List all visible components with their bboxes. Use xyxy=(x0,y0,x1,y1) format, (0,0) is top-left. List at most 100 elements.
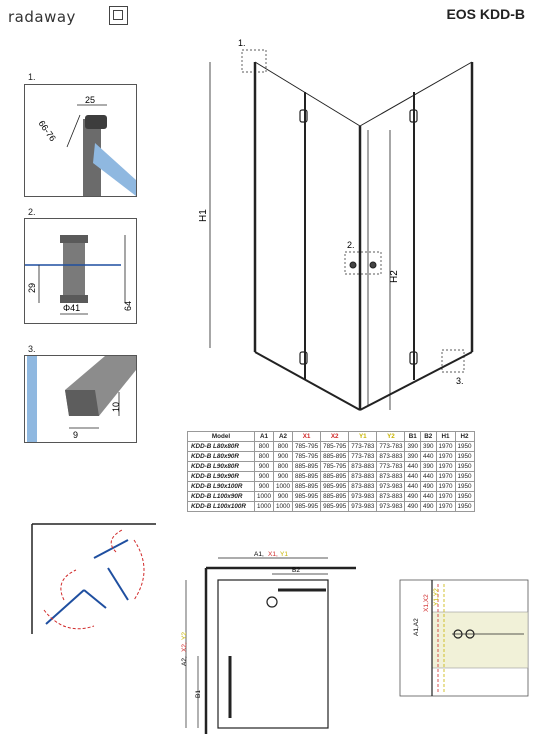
spec-table-cell: 985-995 xyxy=(320,481,350,492)
detail-2-dim-b: Φ41 xyxy=(63,303,80,313)
detail-3-dim-b: 9 xyxy=(73,430,78,440)
spec-table-cell: 985-995 xyxy=(292,491,322,502)
spec-table-cell: 440 xyxy=(404,481,421,492)
spec-table-cell: 390 xyxy=(404,441,421,452)
main-elevation-drawing: 1. 2. 3. H1 H2 xyxy=(198,38,474,411)
plan-dim-y2: Y2 xyxy=(181,632,188,640)
plan-dim-b1: B1 xyxy=(195,690,202,698)
side-dim-x: X1,X2 xyxy=(423,594,430,612)
spec-table-cell: 985-995 xyxy=(292,501,322,512)
detail-2-drawing: 29 Φ41 64 xyxy=(25,235,133,315)
spec-table-cell: 985-995 xyxy=(320,501,350,512)
product-title: EOS KDD-B xyxy=(446,6,525,22)
spec-table-header-row: Model A1 A2 X1 X2 Y1 Y2 B1 B2 H1 H2 xyxy=(187,431,475,442)
spec-table-cell: 773-783 xyxy=(376,441,406,452)
col-model: Model xyxy=(187,431,255,442)
spec-table-cell: 440 xyxy=(419,451,437,462)
col-h2: H2 xyxy=(454,431,475,442)
plan-view-diagram: A1, X1, Y1 B2 A2, X2, Y2 B1 xyxy=(181,551,356,734)
spec-table-cell: 885-895 xyxy=(292,471,322,482)
spec-table-cell: 885-895 xyxy=(292,481,322,492)
spec-table-cell: 873-883 xyxy=(376,471,406,482)
spec-table-cell: 800 xyxy=(273,461,294,472)
detail-3-dim-a: 10 xyxy=(111,402,121,412)
spec-table-cell: 900 xyxy=(253,481,275,492)
plan-dim-b2: B2 xyxy=(292,567,300,574)
spec-table-cell: 973-983 xyxy=(376,501,406,512)
spec-table-cell: 1000 xyxy=(253,491,275,502)
detail-3-panel: 10 9 xyxy=(24,355,137,443)
detail-3-number: 3. xyxy=(28,344,36,354)
spec-table-cell: 773-783 xyxy=(348,451,378,462)
spec-table-cell: 873-883 xyxy=(348,461,378,472)
spec-table: Model A1 A2 X1 X2 Y1 Y2 B1 B2 H1 H2 KDD-… xyxy=(187,431,475,512)
dim-h2: H2 xyxy=(389,270,400,283)
spec-table-cell: 1950 xyxy=(454,461,475,472)
side-dim-y: Y1,Y2 xyxy=(433,588,440,606)
spec-table-cell: 885-895 xyxy=(320,451,350,462)
spec-table-cell: 1970 xyxy=(435,441,456,452)
spec-table-cell: 973-983 xyxy=(348,501,378,512)
spec-table-cell: 773-783 xyxy=(348,441,378,452)
spec-table-cell: 900 xyxy=(273,471,294,482)
spec-table-cell: 973-983 xyxy=(376,481,406,492)
spec-table-cell: 885-895 xyxy=(292,461,322,472)
detail-1-dim-b: 66-76 xyxy=(36,119,57,144)
spec-table-cell: 873-883 xyxy=(376,491,406,502)
spec-table-cell: 390 xyxy=(404,451,421,462)
spec-table-cell: KDD-B L90x80R xyxy=(187,461,255,472)
spec-table-cell: 1970 xyxy=(435,481,456,492)
spec-table-cell: 440 xyxy=(404,461,421,472)
col-y2: Y2 xyxy=(376,431,406,442)
spec-table-cell: 390 xyxy=(419,461,437,472)
spec-table-cell: 785-795 xyxy=(292,441,322,452)
callout-1: 1. xyxy=(238,38,246,48)
col-h1: H1 xyxy=(435,431,456,442)
spec-table-cell: 440 xyxy=(419,491,437,502)
callout-2: 2. xyxy=(347,240,355,250)
spec-table-cell: 785-795 xyxy=(292,451,322,462)
spec-table-cell: 490 xyxy=(419,481,437,492)
spec-table-cell: 1950 xyxy=(454,491,475,502)
spec-table-cell: KDD-B L90x100R xyxy=(187,481,255,492)
detail-1-panel: 25 66-76 xyxy=(24,84,137,197)
spec-table-cell: 900 xyxy=(253,461,275,472)
spec-table-cell: 773-783 xyxy=(376,461,406,472)
spec-table-cell: 800 xyxy=(273,441,294,452)
spec-table-cell: 1950 xyxy=(454,501,475,512)
spec-table-cell: 490 xyxy=(419,501,437,512)
spec-table-cell: 1000 xyxy=(273,481,294,492)
dim-h1: H1 xyxy=(198,209,209,222)
spec-table-cell: 390 xyxy=(419,441,437,452)
spec-table-cell: 1950 xyxy=(454,441,475,452)
spec-table-cell: 885-895 xyxy=(320,471,350,482)
spec-table-cell: 785-795 xyxy=(320,441,350,452)
detail-1-dim-a: 25 xyxy=(85,95,95,105)
spec-table-cell: 1970 xyxy=(435,501,456,512)
spec-table-cell: 873-883 xyxy=(376,451,406,462)
spec-table-cell: KDD-B L100x100R xyxy=(187,501,255,512)
col-a1: A1 xyxy=(253,431,275,442)
door-swing-diagram xyxy=(31,523,156,634)
spec-table-cell: 440 xyxy=(419,471,437,482)
col-y1: Y1 xyxy=(348,431,378,442)
spec-table-cell: 873-883 xyxy=(348,471,378,482)
detail-1-drawing: 25 66-76 xyxy=(36,95,136,196)
spec-table-cell: 873-883 xyxy=(348,481,378,492)
spec-table-cell: 490 xyxy=(404,491,421,502)
spec-table-cell: 1950 xyxy=(454,471,475,482)
brand-logo: radaway xyxy=(8,8,76,26)
spec-table-cell: KDD-B L100x90R xyxy=(187,491,255,502)
spec-table-cell: 1950 xyxy=(454,481,475,492)
col-b2: B2 xyxy=(419,431,437,442)
detail-2-dim-c: 64 xyxy=(123,301,133,311)
detail-1-number: 1. xyxy=(28,72,36,82)
spec-table-cell: 490 xyxy=(404,501,421,512)
spec-table-cell: KDD-B L90x90R xyxy=(187,471,255,482)
spec-table-cell: 900 xyxy=(253,471,275,482)
